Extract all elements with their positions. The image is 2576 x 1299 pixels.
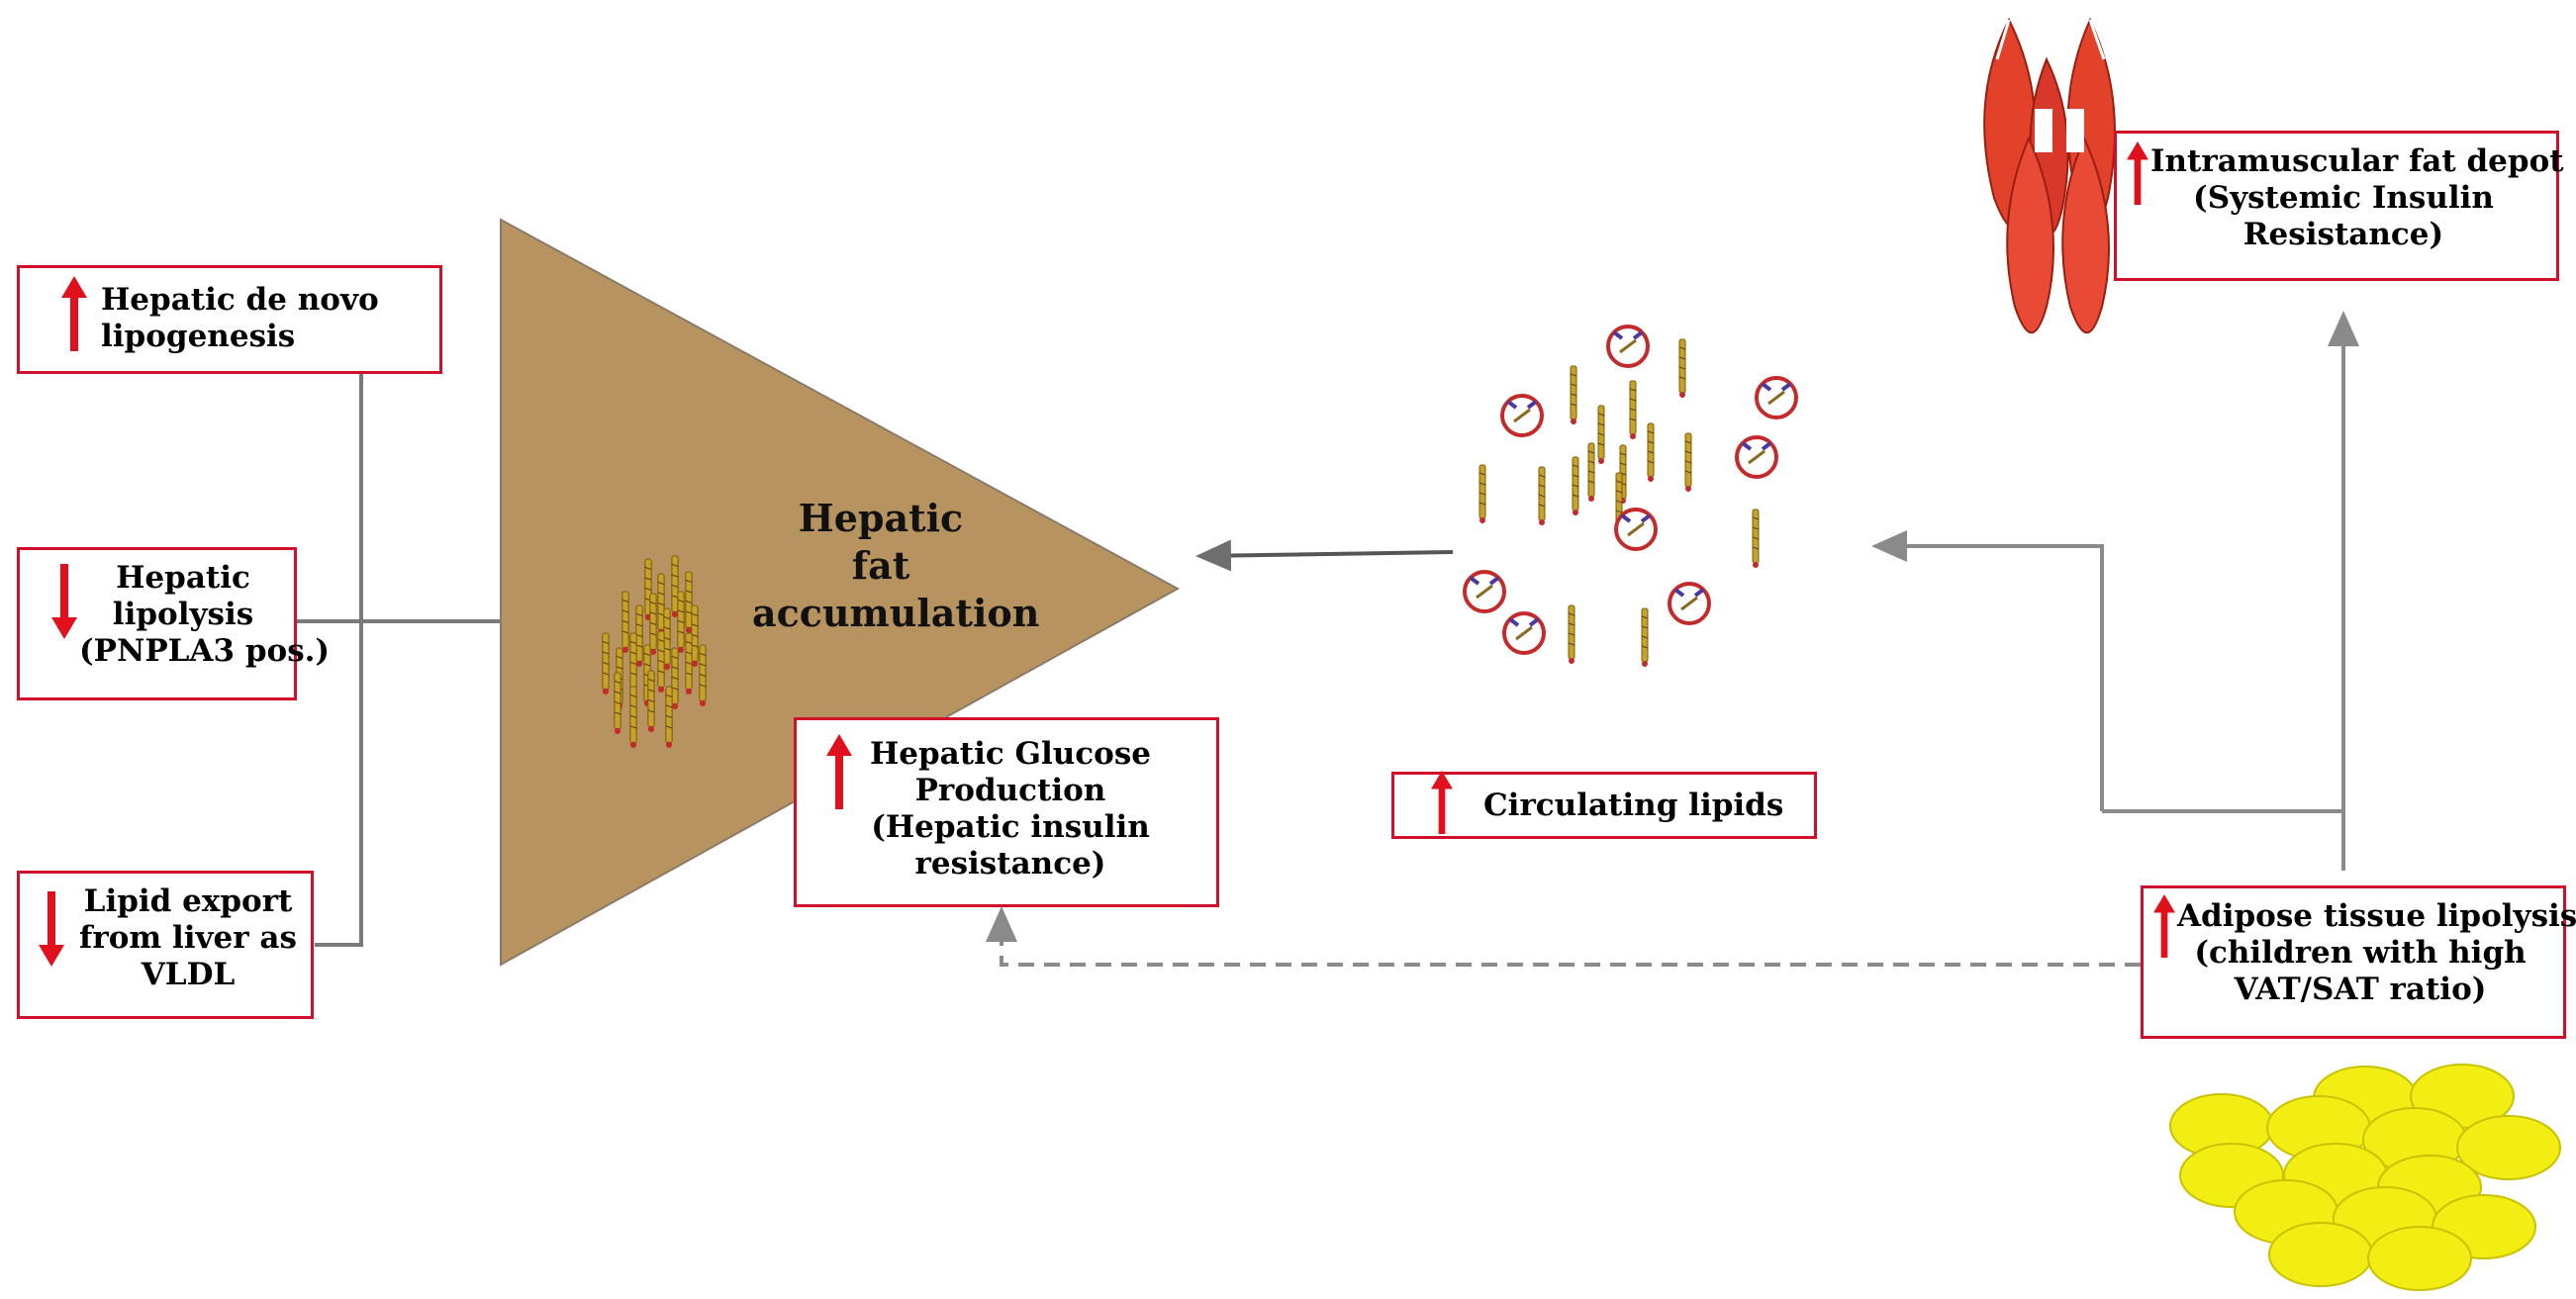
lipoprotein-icon (1502, 611, 1546, 655)
up-arrow-icon (61, 276, 87, 351)
glucose-line-2: Production (914, 773, 1106, 808)
fatty-acid-icon (1572, 456, 1579, 516)
glucose-line-3: (Hepatic insulin (871, 809, 1150, 845)
lipolysis-line-3: (PNPLA3 pos.) (79, 633, 331, 669)
intramuscular-line-2: (Systemic Insulin (2193, 180, 2494, 216)
fatty-acid-icon (1684, 432, 1692, 493)
up-arrow-icon (2127, 141, 2148, 205)
fatty-acid-icon (657, 630, 665, 694)
lipoprotein-icon (1614, 508, 1658, 551)
fatty-acid-icon (671, 647, 679, 710)
fatty-acid-icon (657, 573, 665, 636)
fatty-acid-icon (621, 591, 629, 654)
intramuscular-fat-depot-box: Intramuscular fat depot (Systemic Insuli… (2114, 131, 2564, 281)
fatty-acid-icon (635, 604, 643, 668)
fatty-acid-icon (1678, 338, 1686, 399)
down-arrow-icon (51, 564, 77, 639)
adipose-cells-icon (2169, 1064, 2561, 1291)
lipid-export-line-3: VLDL (141, 957, 236, 992)
lipoprotein-icon (1735, 435, 1778, 479)
fatty-acid-icon (649, 593, 657, 656)
fatty-acid-icon (665, 686, 673, 749)
up-arrow-icon (826, 734, 852, 809)
fatty-acid-icon (691, 604, 699, 668)
fatty-acid-icon (1647, 422, 1655, 483)
fatty-acid-icon (602, 632, 610, 696)
fatty-acid-icon (1752, 509, 1760, 569)
up-arrow-icon (1431, 771, 1453, 834)
lipoprotein-icon (1500, 394, 1544, 437)
fatty-acid-icon (1479, 464, 1486, 524)
hepatic-fat-line-3: accumulation (752, 591, 1040, 635)
hepatic-fat-line-2: fat (851, 543, 910, 588)
lipolysis-line-1: Hepatic (116, 560, 250, 596)
circulating-line-1: Circulating lipids (1483, 788, 1784, 823)
fatty-acid-icon (1587, 442, 1595, 503)
fatty-acid-icon (1568, 604, 1575, 665)
intramuscular-line-1: Intramuscular fat depot (2150, 143, 2564, 179)
lipid-export-line-1: Lipid export (83, 883, 293, 919)
fatty-acid-icon (629, 686, 637, 749)
glucose-line-1: Hepatic Glucose (869, 736, 1152, 772)
fatty-acid-icon (1570, 365, 1577, 425)
fatty-acid-icon (629, 632, 637, 696)
adipose-tissue-lipolysis-box: Adipose tissue lipolysis (children with … (2141, 885, 2576, 1039)
fatty-acid-icon (1538, 466, 1546, 526)
de-novo-line-2: lipogenesis (101, 319, 296, 354)
fatty-acid-icon (677, 591, 685, 654)
intramuscular-line-3: Resistance) (2242, 217, 2444, 252)
fatty-acid-icon (699, 644, 707, 707)
circulating-to-liver-arrow (1195, 539, 1454, 572)
fatty-acid-icon (1629, 380, 1637, 440)
lipoprotein-icon (1463, 570, 1506, 613)
hepatic-fat-line-1: Hepatic (798, 496, 964, 540)
lipoprotein-icon (1755, 376, 1798, 419)
fatty-acid-icon (614, 672, 621, 735)
up-arrow-icon (2153, 894, 2175, 958)
fatty-acid-icon (1597, 405, 1605, 465)
down-arrow-icon (39, 891, 64, 967)
hepatic-de-novo-lipogenesis-box: Hepatic de novo lipogenesis (17, 265, 442, 374)
fatty-acid-icon (647, 670, 655, 733)
adipose-line-1: Adipose tissue lipolysis (2177, 898, 2576, 934)
lipid-export-line-2: from liver as (79, 920, 297, 956)
muscle-fibers-icon (1983, 17, 2116, 334)
adipose-pathways (986, 311, 2359, 967)
lipoprotein-icon (1668, 582, 1711, 625)
circulating-lipids-cloud (1463, 325, 1798, 668)
fatty-acid-icon (663, 607, 671, 671)
adipose-line-3: VAT/SAT ratio) (2234, 972, 2487, 1007)
hepatic-glucose-production-box: Hepatic Glucose Production (Hepatic insu… (794, 717, 1219, 907)
lipid-export-vldl-box: Lipid export from liver as VLDL (17, 871, 314, 1019)
fatty-acid-icon (685, 571, 693, 634)
adipose-line-2: (children with high (2194, 935, 2527, 971)
hepatic-lipolysis-box: Hepatic lipolysis (PNPLA3 pos.) (17, 547, 331, 700)
de-novo-line-1: Hepatic de novo (101, 282, 379, 318)
hepatic-fat-accumulation-label: Hepatic fat accumulation (752, 495, 1040, 637)
circulating-lipids-box: Circulating lipids (1391, 771, 1817, 839)
fatty-acid-icon (671, 555, 679, 618)
fatty-acid-icon (685, 632, 693, 696)
glucose-line-4: resistance) (914, 846, 1106, 881)
fatty-acid-icon (1641, 607, 1649, 668)
lipoprotein-icon (1606, 325, 1650, 368)
lipolysis-line-2: lipolysis (112, 597, 254, 632)
